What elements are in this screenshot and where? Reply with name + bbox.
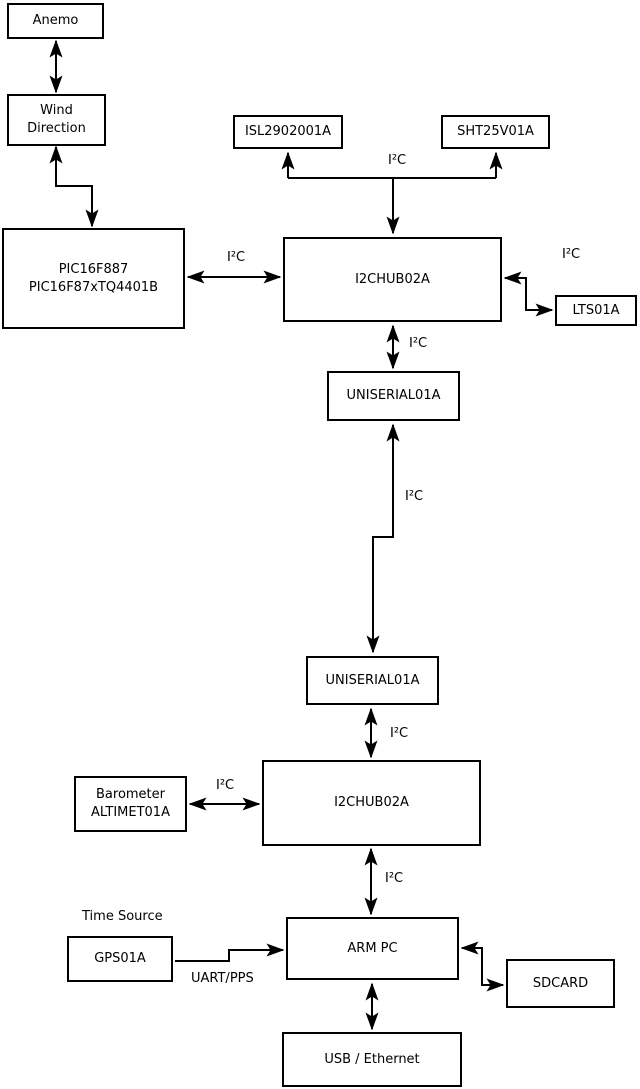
edge-uniserial1-uniserial2 xyxy=(366,423,400,654)
node-uniserial01a-upper: UNISERIAL01A xyxy=(327,371,460,421)
edge-label-i2c-hub1-uniserial1: I²C xyxy=(409,336,428,351)
node-i2chub02a-lower: I2CHUB02A xyxy=(262,760,481,846)
edge-label-i2c-uniserial-link: I²C xyxy=(405,489,424,504)
edge-label-i2c-uniserial2-hub2: I²C xyxy=(390,726,409,741)
node-gps01a: GPS01A xyxy=(67,936,173,982)
node-barometer-altimet01a: Barometer ALTIMET01A xyxy=(74,776,187,832)
node-usb-ethernet: USB / Ethernet xyxy=(282,1032,462,1087)
edge-label-i2c-barometer-hub2: I²C xyxy=(216,778,235,793)
node-uniserial01a-lower: UNISERIAL01A xyxy=(306,656,439,705)
node-arm-pc: ARM PC xyxy=(286,917,459,980)
edge-winddirection-pic xyxy=(49,145,99,228)
node-wind-direction: Wind Direction xyxy=(7,94,106,146)
edge-gps-armpc xyxy=(175,943,285,962)
node-lts01a: LTS01A xyxy=(555,295,637,326)
edge-armpc-sdcard xyxy=(460,941,505,992)
node-isl2902001a: ISL2902001A xyxy=(233,115,343,149)
edge-label-i2c-pic-hub1: I²C xyxy=(227,250,246,265)
edge-label-i2c-hub2-armpc: I²C xyxy=(385,871,404,886)
edge-hub1-lts xyxy=(503,271,554,317)
node-pic16f887: PIC16F887 PIC16F87xTQ4401B xyxy=(2,228,185,329)
edge-label-i2c-sensor-bus: I²C xyxy=(388,153,407,168)
node-sdcard: SDCARD xyxy=(506,959,615,1008)
edge-label-i2c-hub1-lts: I²C xyxy=(562,247,581,262)
node-i2chub02a-upper: I2CHUB02A xyxy=(283,237,502,322)
edge-label-uart-pps: UART/PPS xyxy=(191,971,254,986)
node-sht25v01a: SHT25V01A xyxy=(441,115,550,149)
node-anemo: Anemo xyxy=(7,3,104,39)
label-time-source: Time Source xyxy=(82,909,163,924)
